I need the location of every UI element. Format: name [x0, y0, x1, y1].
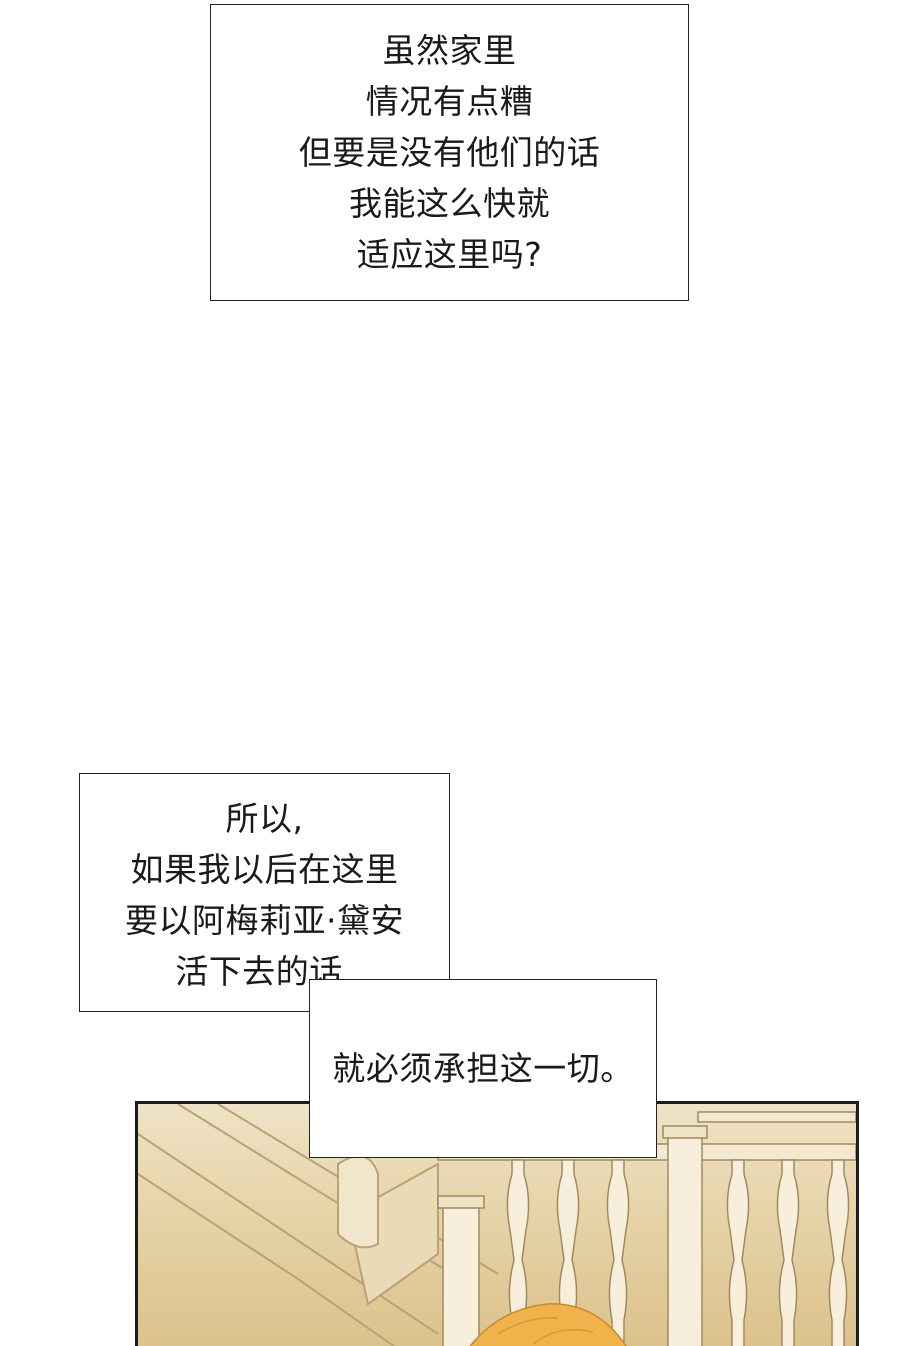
- caption-line: 情况有点糟: [365, 82, 534, 121]
- balusters: [506, 1159, 850, 1346]
- caption-box-1: 虽然家里 情况有点糟 但要是没有他们的话 我能这么快就 适应这里吗?: [210, 4, 689, 301]
- caption-text-2: 所以, 如果我以后在这里 要以阿梅莉亚·黛安 活下去的话,: [125, 793, 404, 997]
- caption-line: 适应这里吗?: [356, 235, 543, 274]
- newel-posts: [437, 1125, 708, 1346]
- caption-line: 就必须承担这一切。: [332, 1049, 634, 1088]
- caption-line: 要以阿梅莉亚·黛安: [125, 900, 404, 940]
- caption-line: 虽然家里: [382, 31, 517, 70]
- baluster: [726, 1159, 750, 1346]
- baluster: [826, 1159, 850, 1346]
- caption-line: 但要是没有他们的话: [298, 133, 601, 172]
- caption-line: 如果我以后在这里: [130, 849, 399, 889]
- baluster: [606, 1159, 630, 1346]
- wall-panel: [337, 1155, 439, 1306]
- caption-text-1: 虽然家里 情况有点糟 但要是没有他们的话 我能这么快就 适应这里吗?: [299, 25, 601, 280]
- character-hair: [469, 1303, 627, 1346]
- caption-text-3: 就必须承担这一切。: [332, 1043, 634, 1094]
- baluster: [556, 1159, 580, 1346]
- baluster: [506, 1159, 530, 1346]
- caption-box-2: 所以, 如果我以后在这里 要以阿梅莉亚·黛安 活下去的话,: [79, 773, 450, 1012]
- caption-line: 我能这么快就: [349, 184, 550, 223]
- caption-box-joint: [311, 981, 448, 1010]
- baluster: [776, 1159, 800, 1346]
- caption-line: 所以,: [225, 798, 304, 838]
